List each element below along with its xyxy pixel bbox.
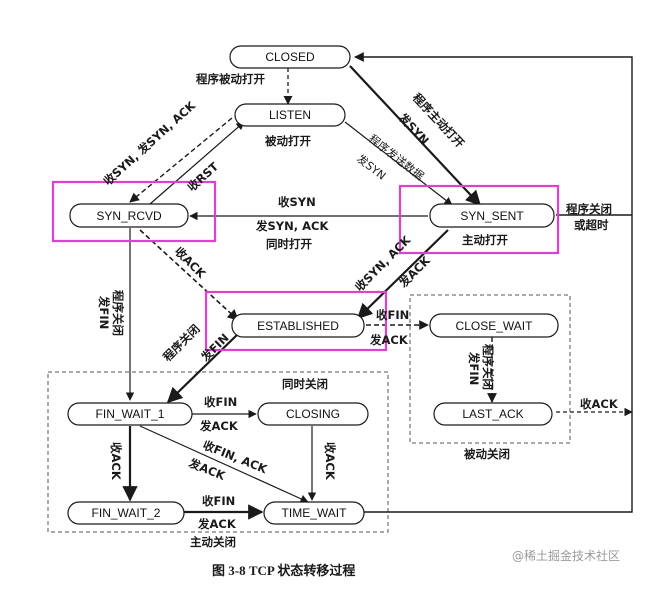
label-rcv-ack-closing: 收ACK bbox=[323, 442, 337, 481]
state-established-label: ESTABLISHED bbox=[257, 319, 339, 333]
label-send-syn-2: 发SYN bbox=[354, 151, 389, 182]
label-app-close-send-fin-2: 发FIN bbox=[97, 295, 111, 329]
state-fin-wait-2: FIN_WAIT_2 bbox=[67, 501, 185, 525]
label-app-close-lastack-1: 程序关闭 bbox=[481, 344, 495, 390]
edge-listen-to-synsent bbox=[344, 121, 453, 206]
edge-synsent-to-established bbox=[356, 229, 449, 320]
highlight-established bbox=[204, 290, 388, 352]
label-app-close-or-timeout-1: 程序关闭 bbox=[566, 202, 612, 216]
label-rcv-fin-fw2: 收FIN bbox=[202, 494, 235, 508]
label-app-close-send-fin-1: 程序关闭 bbox=[111, 290, 125, 336]
edge-timewait-to-closed bbox=[350, 52, 633, 513]
state-close-wait: CLOSE_WAIT bbox=[429, 313, 559, 338]
state-established: ESTABLISHED bbox=[231, 313, 365, 338]
state-fin-wait-1: FIN_WAIT_1 bbox=[67, 402, 193, 426]
state-time-wait: TIME_WAIT bbox=[263, 501, 365, 525]
edge-synrcvd-to-listen bbox=[149, 121, 245, 205]
edge-listen-to-synrcvd bbox=[129, 117, 233, 203]
label-send-ack-diag: 发ACK bbox=[186, 455, 228, 483]
label-send-ack: 发ACK bbox=[396, 253, 434, 291]
state-syn-rcvd-label: SYN_RCVD bbox=[96, 209, 162, 223]
edge-finwait1-to-timewait bbox=[139, 425, 309, 503]
edge-synrcvd-to-established bbox=[139, 229, 239, 321]
label-simul-open: 同时打开 bbox=[266, 237, 312, 251]
edge-closed-to-synsent bbox=[349, 65, 482, 207]
label-active-close: 主动关闭 bbox=[190, 535, 236, 549]
state-fin-wait-1-label: FIN_WAIT_1 bbox=[96, 407, 165, 421]
label-app-close-est-2: 发FIN bbox=[198, 331, 232, 365]
label-passive-close: 被动关闭 bbox=[464, 447, 510, 461]
state-closing: CLOSING bbox=[257, 402, 369, 426]
state-syn-sent: SYN_SENT bbox=[429, 203, 555, 228]
label-simul-rcv-syn: 收SYN bbox=[278, 195, 316, 209]
label-send-ack-fw2: 发ACK bbox=[197, 517, 237, 531]
label-app-close-or-timeout-2: 或超时 bbox=[574, 218, 609, 232]
label-rcv-fin: 收FIN bbox=[376, 308, 409, 322]
state-listen-label: LISTEN bbox=[269, 108, 311, 122]
label-rcv-ack-lastack: 收ACK bbox=[580, 397, 619, 411]
state-time-wait-label: TIME_WAIT bbox=[282, 506, 348, 520]
label-simul-close: 同时关闭 bbox=[282, 377, 328, 391]
label-app-close-lastack-2: 发FIN bbox=[467, 351, 481, 385]
figure-caption: 图 3-8 TCP 状态转移过程 bbox=[212, 563, 355, 578]
watermark: @稀土掘金技术社区 bbox=[512, 548, 620, 563]
active-close-region bbox=[47, 371, 389, 533]
state-last-ack-label: LAST_ACK bbox=[462, 407, 523, 421]
state-syn-rcvd: SYN_RCVD bbox=[69, 203, 189, 228]
state-closed: CLOSED bbox=[229, 45, 351, 69]
state-closed-label: CLOSED bbox=[265, 50, 315, 64]
label-simul-send-syn-ack: 发SYN, ACK bbox=[255, 219, 329, 233]
label-rcv-fin-fw1: 收FIN bbox=[204, 395, 237, 409]
state-listen: LISTEN bbox=[234, 103, 346, 127]
label-app-close-est-1: 程序关闭 bbox=[160, 322, 202, 364]
highlight-syn-rcvd bbox=[51, 180, 217, 243]
edge-established-to-finwait1 bbox=[166, 331, 241, 404]
label-send-ack-2: 发ACK bbox=[369, 333, 409, 347]
label-rcv-ack-fw1: 收ACK bbox=[109, 442, 123, 481]
state-closing-label: CLOSING bbox=[286, 407, 340, 421]
label-active-open: 主动打开 bbox=[462, 233, 508, 247]
state-last-ack: LAST_ACK bbox=[433, 402, 553, 426]
state-fin-wait-2-label: FIN_WAIT_2 bbox=[92, 506, 161, 520]
state-syn-sent-label: SYN_SENT bbox=[460, 209, 524, 223]
label-passive-open: 被动打开 bbox=[265, 134, 311, 148]
state-close-wait-label: CLOSE_WAIT bbox=[456, 319, 534, 333]
label-send-ack-fw1: 发ACK bbox=[199, 419, 239, 433]
passive-close-region bbox=[409, 294, 571, 444]
highlight-syn-sent bbox=[398, 184, 560, 255]
label-passive-open-top: 程序被动打开 bbox=[196, 72, 265, 86]
